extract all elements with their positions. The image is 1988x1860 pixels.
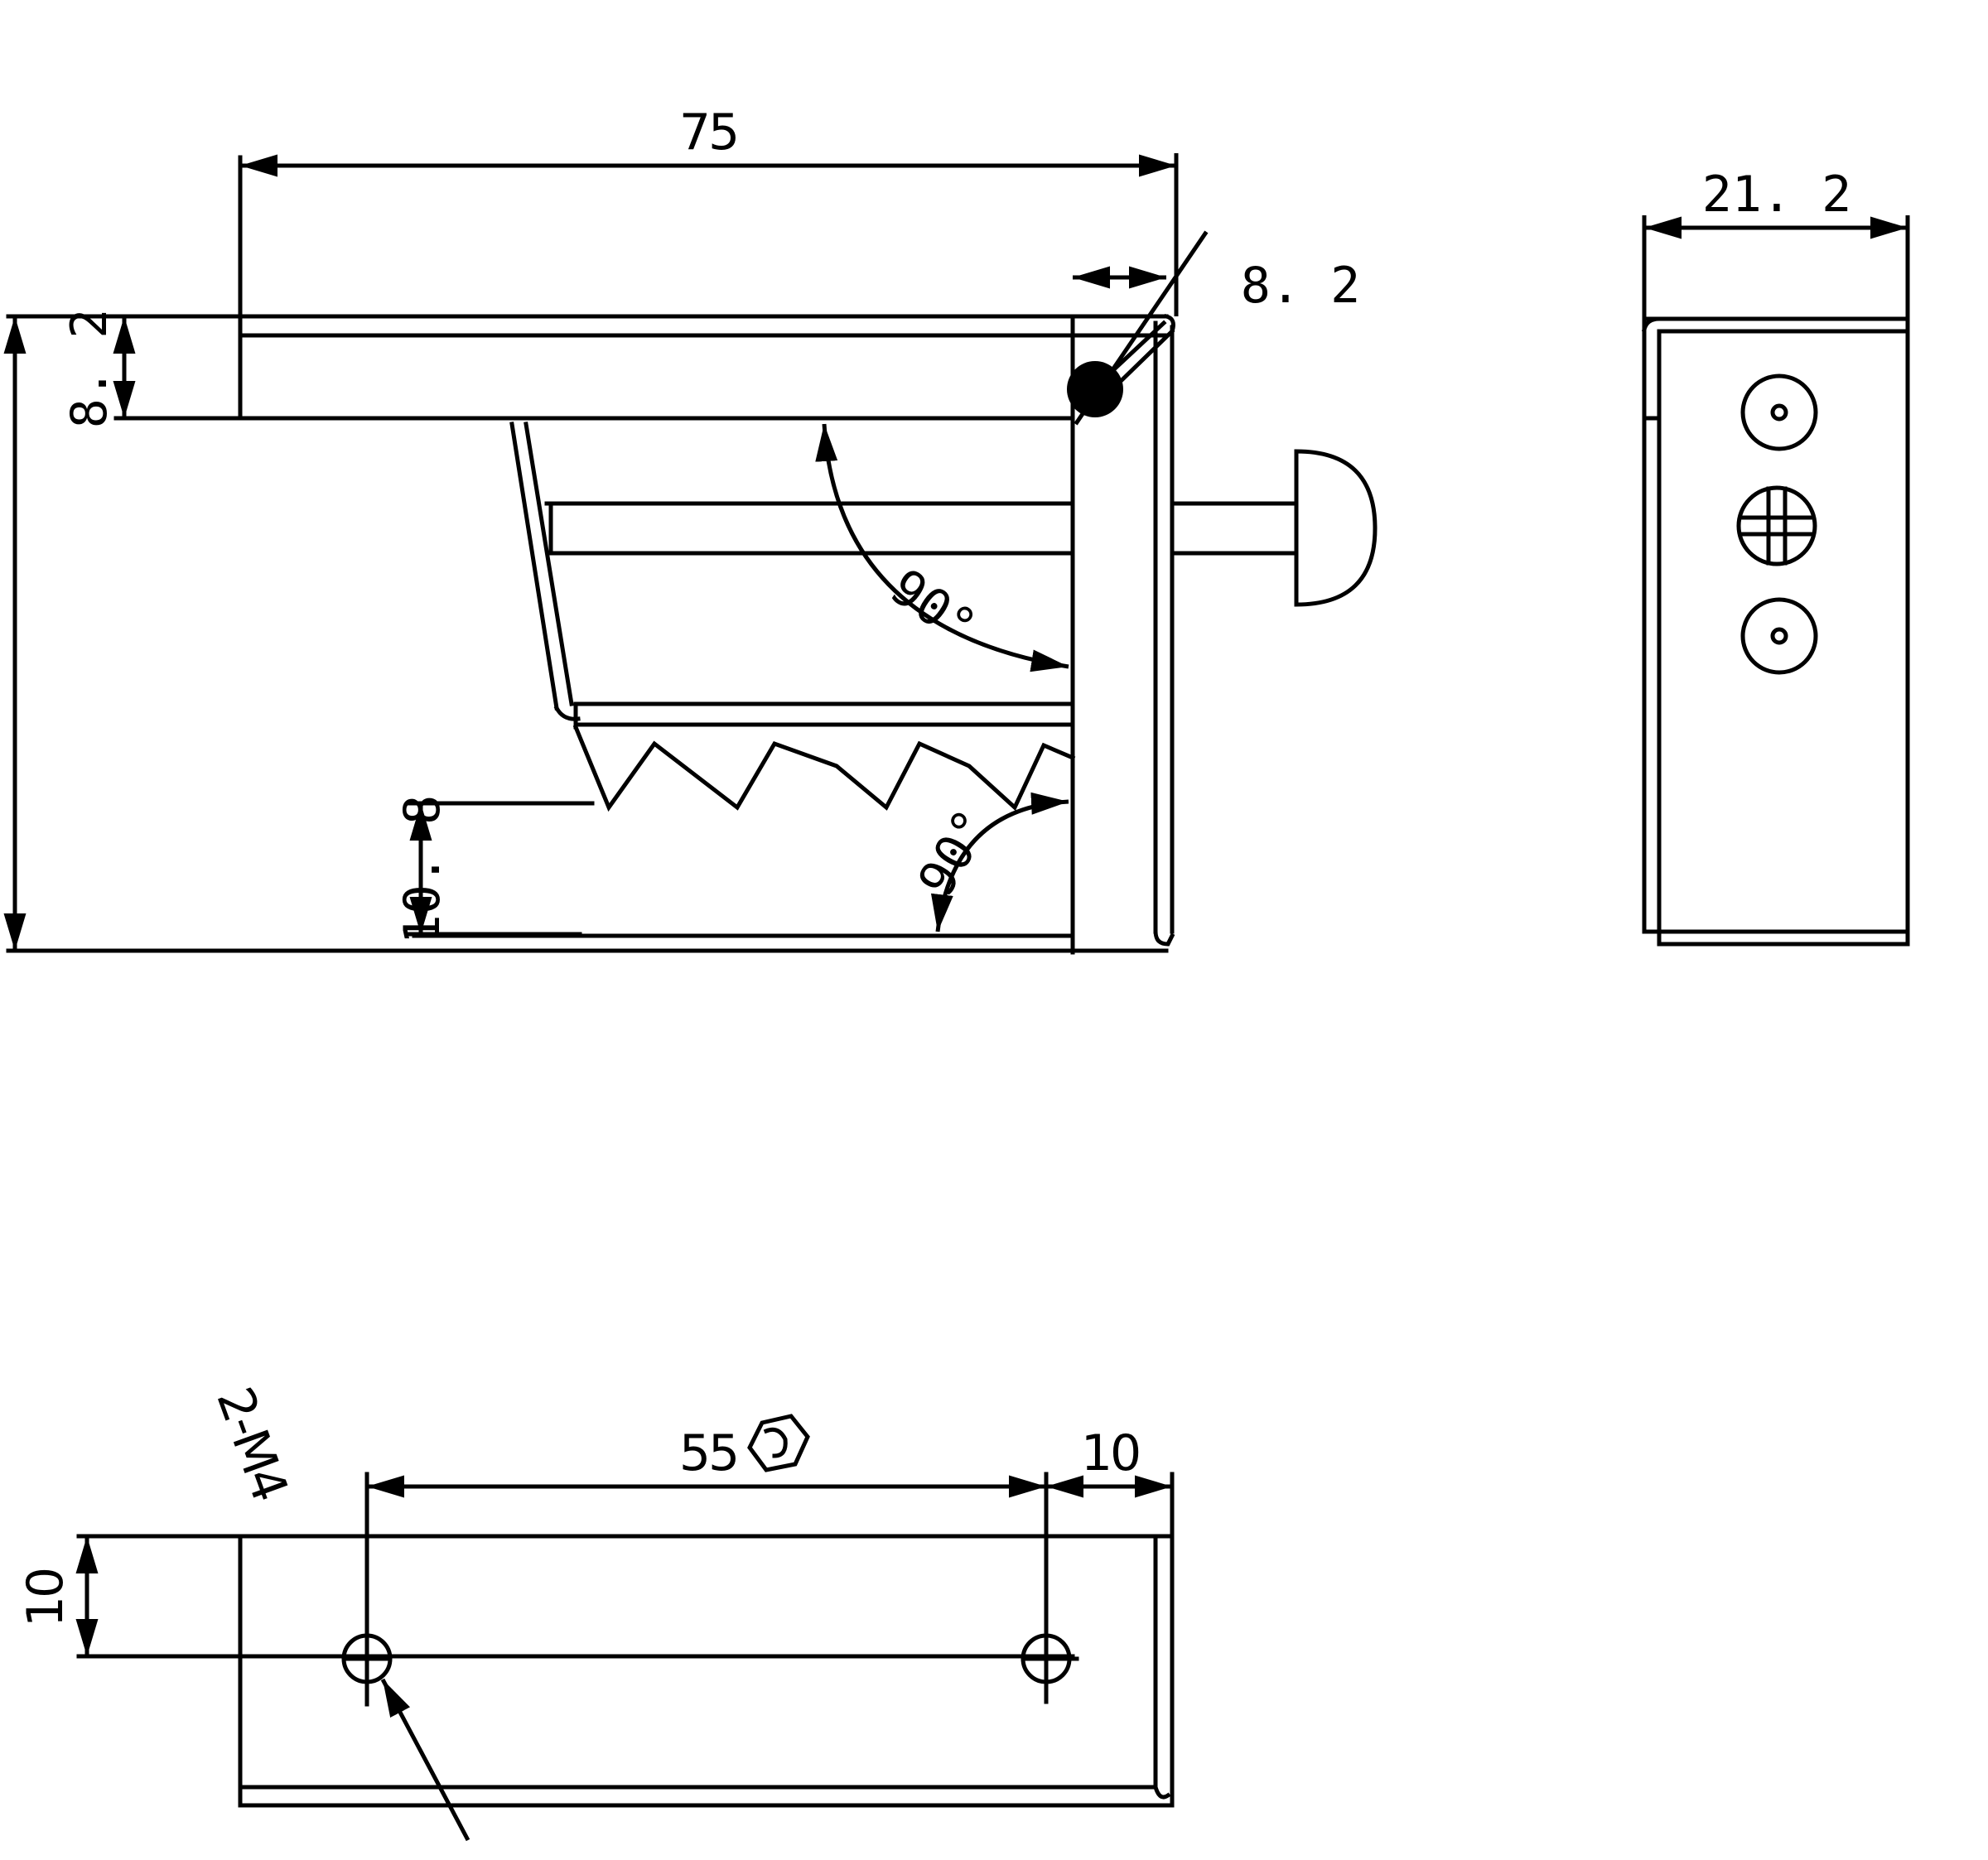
bottom-view: 2-M4 55 10 10 — [17, 1380, 1175, 1842]
screw-phillips — [1736, 485, 1817, 566]
thread-note-label: 2-M4 — [205, 1380, 298, 1506]
dim-8-2-left-label: 8. 2 — [60, 309, 118, 429]
hole-right — [1021, 1472, 1079, 1704]
dimension-75: 75 — [240, 104, 1179, 316]
dimension-10-top: 10 — [1046, 1424, 1172, 1498]
dim-75-label: 75 — [679, 104, 737, 161]
dimension-10-8: 10. 8 — [393, 795, 595, 945]
inner-bar — [544, 501, 1075, 556]
dim-10-top-label: 10 — [1081, 1424, 1139, 1482]
dimension-10-left: 10 — [17, 1536, 99, 1656]
dimension-21-2: 21. 2 — [1642, 166, 1910, 319]
side-view: 21. 2 — [1642, 166, 1910, 947]
slanted-arm — [509, 422, 581, 721]
screw-top — [1740, 373, 1818, 451]
screw-bottom — [1740, 597, 1818, 675]
dimension-8-2-left: 8. 2 — [60, 309, 136, 429]
top-bar — [6, 155, 1169, 421]
leader-thread: 2-M4 — [205, 1380, 470, 1842]
dim-10-left-label: 10 — [17, 1569, 75, 1627]
dim-21-2-label: 21. 2 — [1702, 166, 1852, 224]
front-view: 75 8. 2 8. 2 10. 8 90° 9 — [3, 104, 1378, 955]
dim-55-label: 55 — [679, 1424, 737, 1482]
hex-nut-icon — [747, 1414, 810, 1472]
dimension-55: 55 — [367, 1424, 1046, 1498]
knob — [1170, 449, 1378, 607]
dim-10-8-label: 10. 8 — [393, 795, 451, 945]
angle-upper: 90° — [815, 423, 1069, 672]
bottom-base — [6, 933, 1169, 953]
angle-upper-label: 90° — [880, 558, 987, 658]
dim-8-2-top-label: 8. 2 — [1241, 257, 1361, 315]
pivot-screw — [1067, 230, 1209, 426]
right-plate — [1070, 313, 1175, 955]
angle-lower: 90° — [907, 792, 1069, 932]
angle-lower-label: 90° — [907, 800, 1002, 907]
dimension-8-2-top: 8. 2 — [1073, 257, 1360, 315]
hole-left — [341, 1472, 393, 1707]
toothed-jaw — [572, 701, 1076, 812]
